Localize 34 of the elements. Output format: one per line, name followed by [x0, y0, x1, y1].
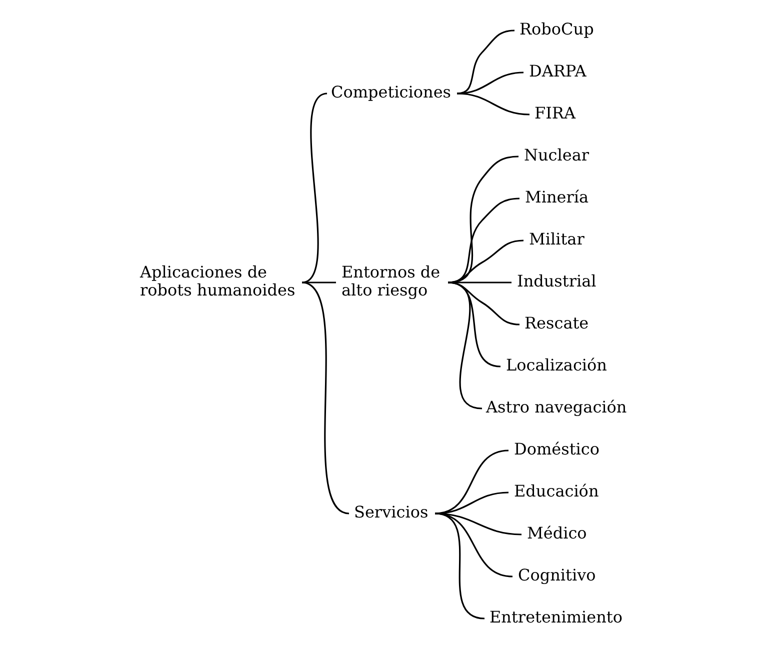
- node-text: Entornos de alto riesgo: [342, 262, 440, 300]
- node-text: Entretenimiento: [490, 607, 622, 626]
- node-text: Médico: [527, 523, 587, 542]
- connector: [434, 512, 513, 578]
- node-text: Doméstico: [514, 439, 600, 458]
- node-text: Cognitivo: [518, 565, 596, 584]
- connector: [456, 72, 524, 94]
- node-text: Industrial: [517, 271, 596, 290]
- node-text: Astro navegación: [486, 397, 627, 416]
- connector: [448, 282, 482, 410]
- node-text: FIRA: [534, 103, 576, 122]
- connector: [448, 198, 520, 284]
- node-text: Militar: [529, 229, 584, 248]
- node-text: Educación: [514, 481, 599, 500]
- connector: [448, 240, 524, 284]
- node-text: Servicios: [354, 502, 428, 522]
- connector: [448, 156, 519, 284]
- connector: [434, 450, 509, 514]
- node-text: Rescate: [524, 313, 589, 332]
- connector: [448, 282, 520, 326]
- node-text: Nuclear: [524, 145, 590, 164]
- connector: [456, 92, 530, 116]
- node-text: Aplicaciones de robots humanoides: [140, 262, 296, 300]
- connector: [434, 492, 509, 514]
- node-text: Competiciones: [331, 82, 451, 102]
- connector: [448, 282, 512, 284]
- connector: [434, 512, 522, 536]
- node-text: Localización: [506, 355, 607, 374]
- node-text: DARPA: [529, 61, 586, 80]
- connector: [302, 282, 336, 284]
- node-text: Minería: [525, 187, 589, 206]
- node-text: RoboCup: [520, 19, 594, 38]
- connector: [434, 512, 485, 620]
- connector: [302, 282, 350, 514]
